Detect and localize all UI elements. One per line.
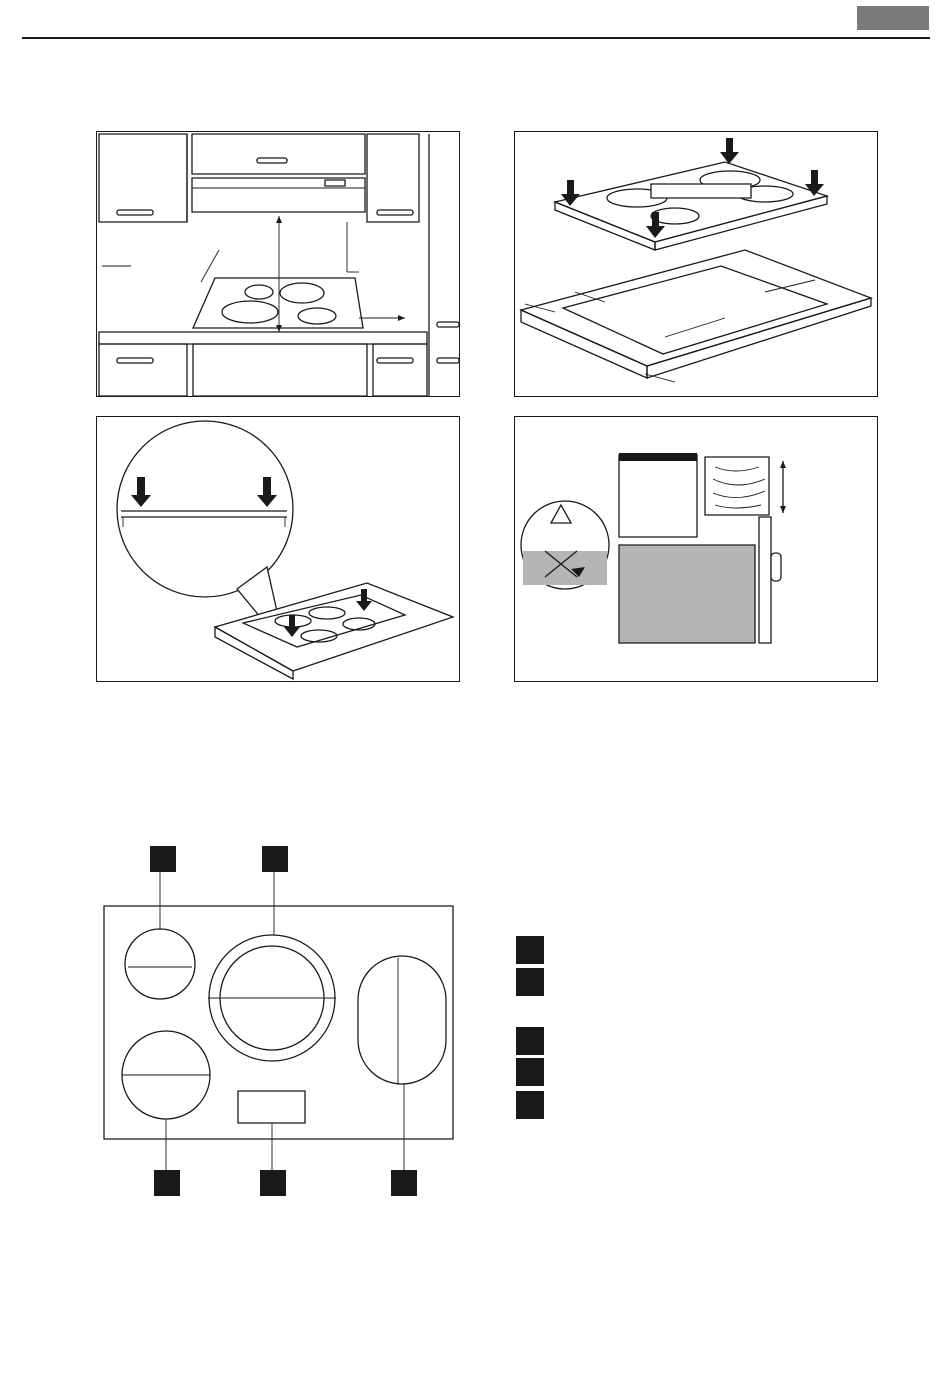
callout-marker-bottom-center bbox=[260, 1170, 286, 1196]
figure-seal-placement bbox=[96, 416, 460, 682]
legend-marker-3 bbox=[516, 1027, 544, 1055]
callout-marker-bottom-left bbox=[154, 1170, 180, 1196]
callout-marker-top-left bbox=[150, 846, 176, 872]
cooktop-zones-diagram bbox=[100, 840, 460, 1200]
magnified-seal-illustration bbox=[97, 417, 461, 683]
callout-marker-top-center bbox=[262, 846, 288, 872]
page-tab bbox=[857, 6, 929, 30]
legend-marker-2 bbox=[516, 968, 544, 996]
figure-worktop-cutout bbox=[514, 131, 878, 397]
callout-marker-bottom-right bbox=[391, 1170, 417, 1196]
header-rule bbox=[22, 37, 930, 39]
figure-kitchen-installation bbox=[96, 131, 460, 397]
hob-into-cutout-illustration bbox=[515, 132, 879, 398]
figure-edge-detail bbox=[514, 416, 878, 682]
legend-marker-1 bbox=[516, 936, 544, 964]
worktop-edge-warning-illustration bbox=[515, 417, 879, 683]
legend-marker-5 bbox=[516, 1091, 544, 1119]
cooktop-zones-icon bbox=[100, 840, 460, 1200]
legend-marker-4 bbox=[516, 1058, 544, 1086]
kitchen-cabinets-hood-illustration bbox=[97, 132, 461, 398]
